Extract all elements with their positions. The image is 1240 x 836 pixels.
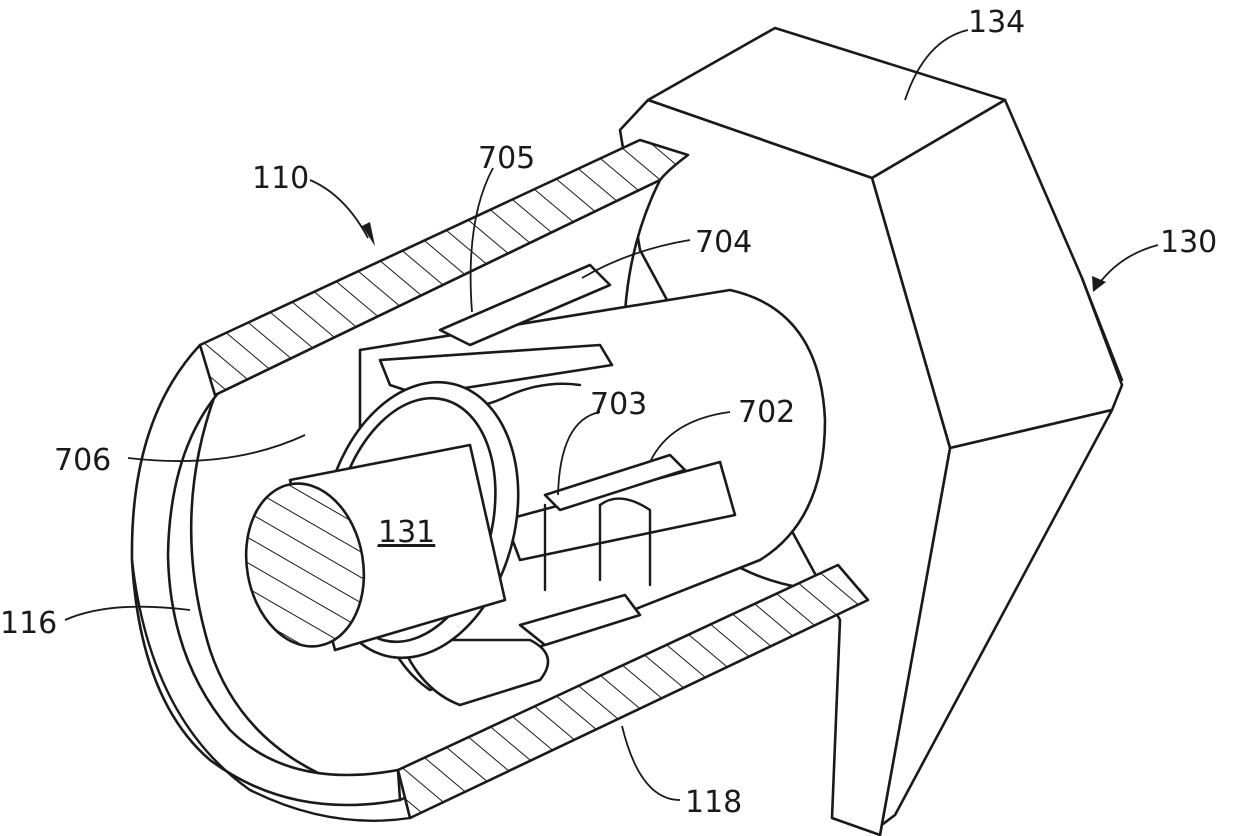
- label-116: 116: [0, 606, 57, 641]
- label-703: 703: [590, 387, 647, 422]
- label-704: 704: [695, 225, 752, 260]
- label-110: 110: [252, 161, 309, 196]
- label-130: 130: [1160, 225, 1217, 260]
- label-134: 134: [968, 5, 1025, 40]
- label-706: 706: [54, 443, 111, 478]
- label-131: 131: [378, 515, 435, 550]
- arrow-110-icon: [362, 222, 375, 246]
- label-705: 705: [478, 141, 535, 176]
- label-702: 702: [738, 395, 795, 430]
- label-118: 118: [685, 785, 742, 820]
